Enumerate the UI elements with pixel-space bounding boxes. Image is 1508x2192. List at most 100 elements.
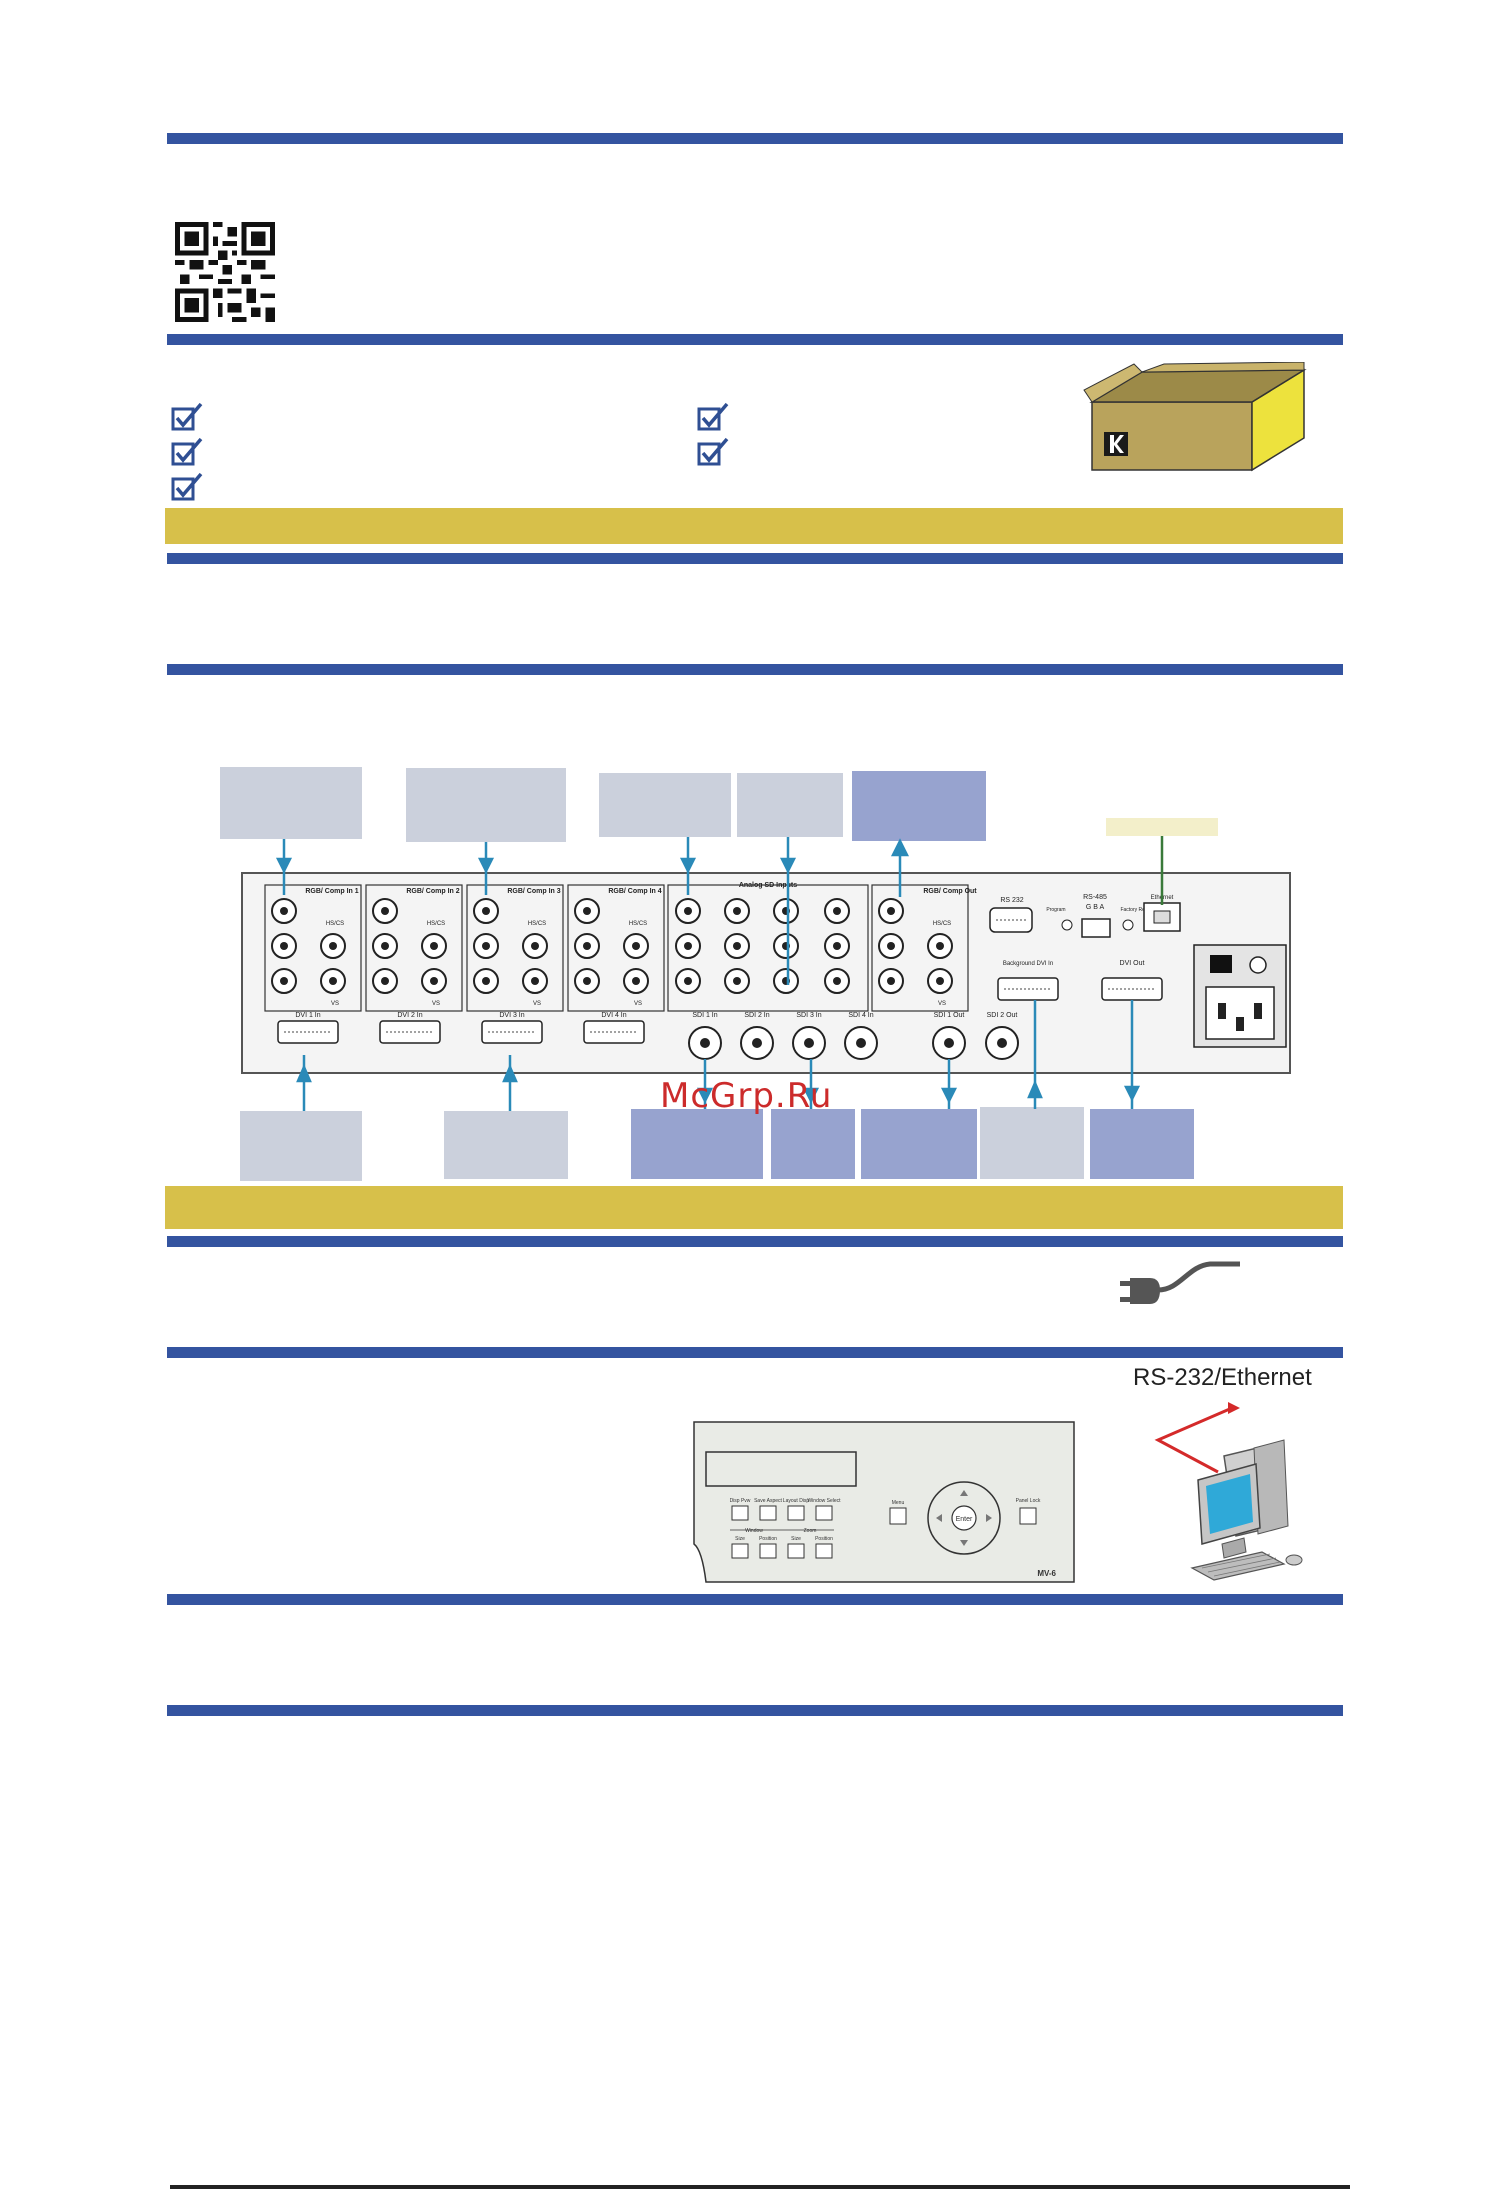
svg-text:Size: Size xyxy=(735,1536,745,1542)
callout-box xyxy=(220,767,362,839)
power-plug-icon xyxy=(1120,1261,1240,1304)
sdi-label: SDI 1 In xyxy=(692,1012,717,1019)
model-label: MV-6 xyxy=(1037,1569,1056,1578)
qr-code-icon xyxy=(175,222,275,322)
svg-text:Analog SD Inputs: Analog SD Inputs xyxy=(739,882,797,889)
section-bar-3 xyxy=(167,553,1343,564)
svg-text:Panel Lock: Panel Lock xyxy=(1016,1498,1041,1504)
front-button-label: Size xyxy=(791,1536,801,1542)
callout-box xyxy=(1090,1109,1194,1179)
rs485-label: RS-485 xyxy=(1083,894,1107,901)
enter-label: Enter xyxy=(956,1516,973,1523)
callout-box xyxy=(1106,818,1218,836)
section-bar-8 xyxy=(167,1705,1343,1716)
svg-text:DVI 4 In: DVI 4 In xyxy=(601,1012,626,1019)
callout-box xyxy=(737,773,843,837)
svg-text:Menu: Menu xyxy=(892,1500,905,1506)
analog-sd-label: Analog SD Inputs xyxy=(739,882,797,889)
lcd-display xyxy=(705,1451,857,1487)
svg-text:VS: VS xyxy=(331,1001,339,1007)
footer-rule xyxy=(170,2185,1350,2189)
checkbox-icon xyxy=(171,472,203,501)
rs232-ethernet-label: RS-232/Ethernet xyxy=(1133,1364,1312,1391)
highlight-band-1 xyxy=(165,508,1343,544)
front-button-label: Window Select xyxy=(807,1498,841,1504)
svg-text:MV-6: MV-6 xyxy=(1037,1569,1056,1578)
dvi-in-label: DVI 4 In xyxy=(601,1012,626,1019)
svg-text:Factory Reset: Factory Reset xyxy=(1120,907,1152,913)
rs232-label: RS 232 xyxy=(1000,897,1023,904)
group-title: RGB/ Comp In 2 xyxy=(406,888,459,895)
svg-text:SDI 1 Out: SDI 1 Out xyxy=(934,1012,965,1019)
section-bar-1 xyxy=(167,133,1343,144)
callout-box xyxy=(980,1107,1084,1179)
svg-text:Window Select: Window Select xyxy=(807,1498,841,1504)
svg-text:Enter: Enter xyxy=(956,1516,973,1523)
svg-text:HS/CS: HS/CS xyxy=(528,921,546,927)
gba-label: G B A xyxy=(1086,904,1105,911)
sdi-label: SDI 2 Out xyxy=(987,1012,1018,1019)
zoom-group-label: Zoom xyxy=(804,1528,817,1534)
box-icon xyxy=(1083,362,1307,472)
section-bar-7 xyxy=(167,1594,1343,1605)
menu-label: Menu xyxy=(892,1500,905,1506)
background-dvi-label: Background DVI In xyxy=(1003,961,1053,967)
group-title: RGB/ Comp In 1 xyxy=(305,888,358,895)
svg-text:Layout Disp: Layout Disp xyxy=(783,1498,810,1504)
front-panel-diagram: Disp Pvw Save Aspect Layout Disp Window … xyxy=(693,1421,1075,1583)
front-button-label: Position xyxy=(815,1536,833,1542)
group-title: RGB/ Comp In 3 xyxy=(507,888,560,895)
rear-panel-diagram: RGB/ Comp In 1 RGB/ Comp In 2 RGB/ Comp … xyxy=(220,767,1291,1181)
svg-text:RS 232: RS 232 xyxy=(1000,897,1023,904)
svg-text:RS-485: RS-485 xyxy=(1083,894,1107,901)
callout-box xyxy=(406,768,566,842)
dvi-in-label: DVI 1 In xyxy=(295,1012,320,1019)
callout-box xyxy=(240,1111,362,1181)
svg-text:RGB/ Comp In 4: RGB/ Comp In 4 xyxy=(608,888,661,895)
checkbox-icon xyxy=(697,402,729,431)
front-button-label: Disp Pvw xyxy=(730,1498,751,1504)
svg-text:DVI Out: DVI Out xyxy=(1120,960,1145,967)
svg-text:Position: Position xyxy=(815,1536,833,1542)
svg-text:Window: Window xyxy=(745,1528,763,1534)
svg-text:G B A: G B A xyxy=(1086,904,1105,911)
callout-box xyxy=(861,1109,977,1179)
front-button-label: Position xyxy=(759,1536,777,1542)
factory-reset-label: Factory Reset xyxy=(1120,907,1152,913)
svg-text:HS/CS: HS/CS xyxy=(933,921,951,927)
svg-text:VS: VS xyxy=(938,1001,946,1007)
svg-text:RGB/ Comp In 3: RGB/ Comp In 3 xyxy=(507,888,560,895)
svg-text:SDI 3 In: SDI 3 In xyxy=(796,1012,821,1019)
computer-icon xyxy=(1154,1402,1303,1581)
svg-text:SDI 4 In: SDI 4 In xyxy=(848,1012,873,1019)
sdi-label: SDI 3 In xyxy=(796,1012,821,1019)
section-bar-5 xyxy=(167,1236,1343,1247)
panel-lock-label: Panel Lock xyxy=(1016,1498,1041,1504)
program-label: Program xyxy=(1046,907,1065,913)
svg-text:Program: Program xyxy=(1046,907,1065,913)
svg-text:DVI 3 In: DVI 3 In xyxy=(499,1012,524,1019)
svg-text:HS/CS: HS/CS xyxy=(326,921,344,927)
checkbox-icon xyxy=(171,437,203,466)
dvi-in-label: DVI 3 In xyxy=(499,1012,524,1019)
svg-text:Save Aspect: Save Aspect xyxy=(754,1498,782,1504)
dvi-in-label: DVI 2 In xyxy=(397,1012,422,1019)
svg-text:DVI 1 In: DVI 1 In xyxy=(295,1012,320,1019)
svg-text:HS/CS: HS/CS xyxy=(427,921,445,927)
callout-box xyxy=(444,1111,568,1179)
svg-text:Background DVI In: Background DVI In xyxy=(1003,961,1053,967)
section-bar-6 xyxy=(167,1347,1343,1358)
checkbox-icon xyxy=(697,437,729,466)
window-group-label: Window xyxy=(745,1528,763,1534)
svg-text:SDI 1 In: SDI 1 In xyxy=(692,1012,717,1019)
svg-text:SDI 2 In: SDI 2 In xyxy=(744,1012,769,1019)
front-button-label: Layout Disp xyxy=(783,1498,810,1504)
watermark: McGrp.Ru xyxy=(660,1076,833,1116)
svg-text:VS: VS xyxy=(533,1001,541,1007)
section-bar-4 xyxy=(167,664,1343,675)
svg-text:RGB/ Comp Out: RGB/ Comp Out xyxy=(923,888,977,895)
svg-text:Position: Position xyxy=(759,1536,777,1542)
svg-text:Size: Size xyxy=(791,1536,801,1542)
svg-text:DVI 2 In: DVI 2 In xyxy=(397,1012,422,1019)
highlight-band-2 xyxy=(165,1186,1343,1229)
